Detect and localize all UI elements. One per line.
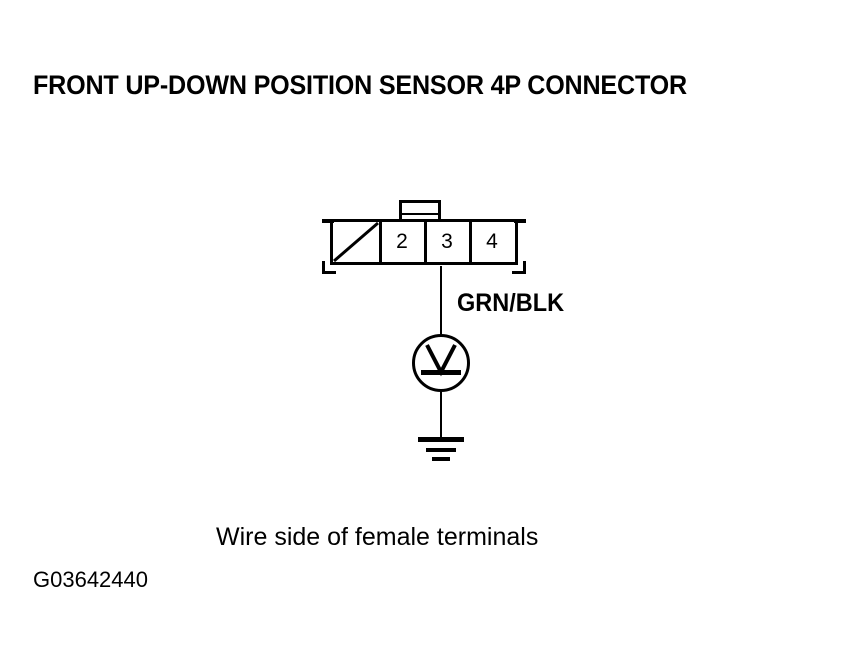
wire-line-from-cavity-3	[440, 266, 442, 336]
connector-foot-left	[322, 261, 336, 274]
cavity-number-4: 4	[486, 230, 498, 253]
cavity-number-3: 3	[441, 230, 453, 253]
wire-line-to-ground	[440, 391, 442, 439]
connector-flange-right	[514, 219, 526, 223]
voltmeter-bar	[421, 370, 461, 375]
ground-bar-1	[418, 437, 464, 442]
connector-flange-left	[322, 219, 334, 223]
cavity-divider-1	[379, 219, 382, 265]
ground-bar-2	[426, 448, 456, 452]
ground-icon	[418, 437, 464, 463]
page-title: FRONT UP-DOWN POSITION SENSOR 4P CONNECT…	[33, 70, 687, 100]
wire-color-label: GRN/BLK	[457, 289, 565, 317]
cavity-divider-3	[469, 219, 472, 265]
view-caption: Wire side of female terminals	[216, 523, 539, 551]
voltmeter-icon	[412, 334, 470, 392]
ground-bar-3	[432, 457, 450, 461]
connector-diagram: 2 3 4	[322, 200, 526, 286]
connector-latch-tab-icon	[399, 200, 441, 221]
voltmeter-circle	[412, 334, 470, 392]
cavity-number-2: 2	[396, 230, 408, 253]
figure-id: G03642440	[33, 567, 148, 592]
cavity-divider-2	[424, 219, 427, 265]
voltmeter-v-glyph	[425, 344, 457, 377]
unused-cavity-slash-icon	[333, 221, 379, 263]
connector-latch-tab-line	[401, 213, 439, 215]
connector-foot-right	[512, 261, 526, 274]
